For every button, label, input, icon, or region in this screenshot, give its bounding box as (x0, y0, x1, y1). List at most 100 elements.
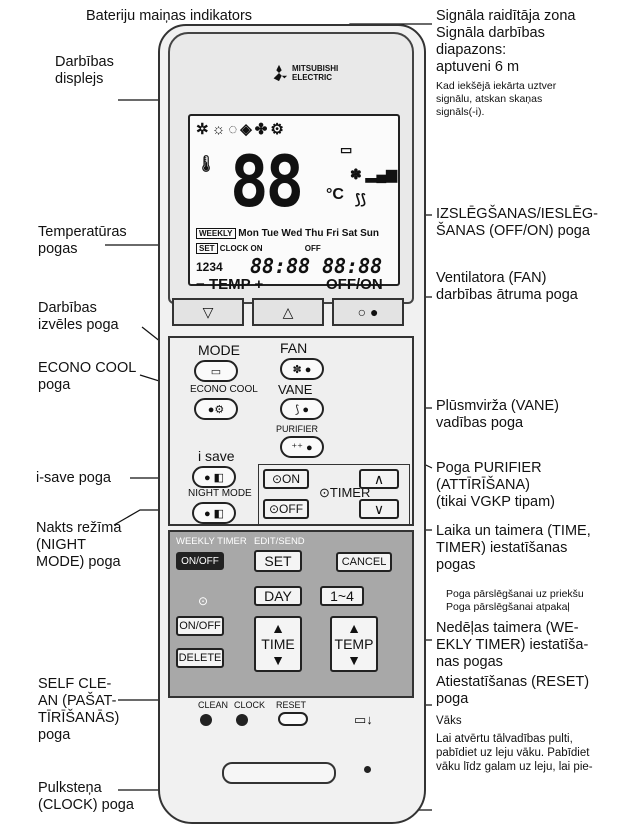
on-tag: ON (250, 244, 263, 253)
weekly-timer-title: WEEKLY TIMER (176, 536, 247, 547)
thermometer-icon: 🌡 (196, 156, 217, 173)
temp-text: TEMP (208, 276, 251, 293)
timer-off-button[interactable]: ⊙OFF (263, 499, 309, 519)
econo-cool-button[interactable]: ●⚙ (194, 398, 238, 420)
cover-slot (222, 762, 336, 784)
timer-group: ⊙ON ⊙TIMER ⊙OFF ∧ ∨ (258, 464, 410, 526)
temperature-readout: 88 (230, 142, 304, 224)
weekly-timer-label: Nedēļas taimera (WE- EKLY TIMER) iestatī… (436, 620, 589, 670)
mode-button-label: MODE (198, 342, 240, 358)
purifier-button[interactable]: ⁺⁺ ● (280, 436, 324, 458)
timer-up-button[interactable]: ∧ (359, 469, 399, 489)
off-tag: OFF (304, 244, 321, 253)
timer-down-button[interactable]: ∨ (359, 499, 399, 519)
vane-label: Plūsmvirža (VANE) vadības poga (436, 398, 559, 431)
timer-label: Laika un taimera (TIME, TIMER) iestatīša… (436, 523, 591, 573)
weekly-temp-button[interactable]: ▲ TEMP ▼ (330, 616, 378, 672)
mitsubishi-logo-icon (273, 64, 288, 82)
display-label: Darbības displejs (55, 54, 114, 87)
onoff-top-label: OFF/ON (326, 276, 383, 293)
econo-button-label: ECONO COOL (190, 384, 258, 395)
temp-down-button[interactable]: ▽ (172, 298, 244, 326)
vane-icon: ⟆⟆ (355, 191, 366, 207)
cancel-button[interactable]: CANCEL (336, 552, 392, 572)
reset-label: Atiestatīšanas (RESET) poga (436, 674, 590, 707)
plus-icon: + (254, 276, 264, 293)
clock-tag: CLOCK (219, 244, 249, 253)
time-display-2: 88:88 (322, 254, 383, 278)
weekly-days-row: WEEKLY Mon Tue Wed Thu Fri Sat Sun (196, 228, 379, 239)
days-of-week: Mon Tue Wed Thu Fri Sat Sun (238, 228, 380, 239)
reset-button-label: RESET (276, 700, 307, 710)
clock-icon: ⊙ (198, 594, 209, 608)
cover-dot (364, 766, 371, 773)
minus-icon: − (196, 276, 205, 293)
selfclean-label: SELF CLE- AN (PAŠAT- TĪRĪŠANĀS) poga (38, 676, 120, 743)
fan-button-label: FAN (280, 340, 308, 356)
brand-line1: MITSUBISHI (292, 64, 339, 73)
mode-icons: ✲☼◌◈✤⚙ (196, 121, 287, 138)
battery-slot-icon: ▭↓ (354, 712, 373, 727)
purifier-label: Poga PURIFIER (ATTĪRĪŠANA) (tikai VGKP t… (436, 460, 555, 510)
weekly-onoff-button[interactable]: ON/OFF (176, 552, 224, 570)
vane-button[interactable]: ⟆ ● (280, 398, 324, 420)
delete-button[interactable]: DELETE (176, 648, 224, 668)
weekly-tag: WEEKLY (196, 228, 236, 239)
reset-button[interactable] (278, 712, 308, 726)
day-button[interactable]: DAY (254, 586, 302, 606)
clean-button-label: CLEAN (198, 700, 229, 710)
display-cover: MITSUBISHI ELECTRIC ✲☼◌◈✤⚙ ▭ 🌡 88 °C ✽ ▂… (168, 32, 414, 304)
temp-up-icon: ▲ (347, 620, 361, 636)
top-button-row: − TEMP + OFF/ON ▽ △ ○ ● (168, 276, 414, 334)
fan-label: Ventilatora (FAN) darbības ātruma poga (436, 270, 578, 303)
range-button[interactable]: 1~4 (320, 586, 364, 606)
time-button[interactable]: ▲ TIME ▼ (254, 616, 302, 672)
temperature-unit: °C (326, 186, 344, 203)
temp-buttons-label: Temperatūras pogas (38, 224, 127, 257)
signal-zone-label: Signāla raidītāja zona Signāla darbības … (436, 8, 576, 75)
brand-logo: MITSUBISHI ELECTRIC (292, 64, 338, 82)
mode-label: Darbības izvēles poga (38, 300, 119, 333)
vane-button-label: VANE (278, 382, 313, 397)
time-text: TIME (261, 636, 295, 652)
isave-label: i-save poga (36, 470, 111, 486)
night-mode-button[interactable]: ● ◧ (192, 502, 236, 524)
clean-button[interactable] (200, 714, 212, 726)
battery-icon: ▭ (340, 142, 353, 157)
temp-down-icon: ▼ (347, 652, 361, 668)
onoff2-button[interactable]: ON/OFF (176, 616, 224, 636)
program-numbers: 1234 (196, 260, 223, 274)
time-up-icon: ▲ (271, 620, 285, 636)
lcd-display: ✲☼◌◈✤⚙ ▭ 🌡 88 °C ✽ ▂▄▆ ⟆⟆ WEEKLY Mon Tue… (188, 114, 400, 286)
cover-note-label: Lai atvērtu tālvadības pulti, pabīdiet u… (436, 733, 593, 773)
weekly-temp-text: TEMP (334, 636, 374, 652)
night-button-label: NIGHT MODE (188, 488, 252, 499)
set-tag: SET (196, 243, 218, 254)
clock-button-label: CLOCK (234, 700, 266, 710)
remote-control: MITSUBISHI ELECTRIC ✲☼◌◈✤⚙ ▭ 🌡 88 °C ✽ ▂… (158, 24, 428, 824)
time-display-1: 88:88 (250, 254, 311, 278)
brand-line2: ELECTRIC (292, 73, 332, 82)
cover-label: Vāks (436, 715, 462, 727)
mode-button[interactable]: ▭ (194, 360, 238, 382)
fan-button[interactable]: ✽ ● (280, 358, 324, 380)
isave-button-label: i save (198, 448, 235, 464)
timer-note-label: Poga pārslēgšanai uz priekšu Poga pārslē… (446, 588, 584, 613)
econo-label: ECONO COOL poga (38, 360, 137, 393)
clock-button[interactable] (236, 714, 248, 726)
battery-indicator-label: Bateriju maiņas indikators (86, 8, 253, 24)
timer-on-button[interactable]: ⊙ON (263, 469, 309, 489)
isave-button[interactable]: ● ◧ (192, 466, 236, 488)
timer-on-text: ON (282, 472, 301, 486)
fan-speed-icon: ✽ ▂▄▆ (350, 166, 398, 182)
temp-up-button[interactable]: △ (252, 298, 324, 326)
onoff-label: IZSLĒGŠANAS/IESLĒG- ŠANAS (OFF/ON) poga (436, 206, 598, 239)
control-panel: MODE ▭ ECONO COOL ●⚙ FAN ✽ ● VANE ⟆ ● PU… (168, 336, 414, 526)
temp-label: − TEMP + (196, 276, 263, 293)
onoff-button[interactable]: ○ ● (332, 298, 404, 326)
edit-send-label: EDIT/SEND (254, 536, 305, 547)
timer-off-text: OFF (279, 502, 304, 516)
clock-label: Pulksteņa (CLOCK) poga (38, 780, 134, 813)
weekly-timer-panel: WEEKLY TIMER ON/OFF EDIT/SEND SET CANCEL… (168, 530, 414, 698)
set-button[interactable]: SET (254, 550, 302, 572)
